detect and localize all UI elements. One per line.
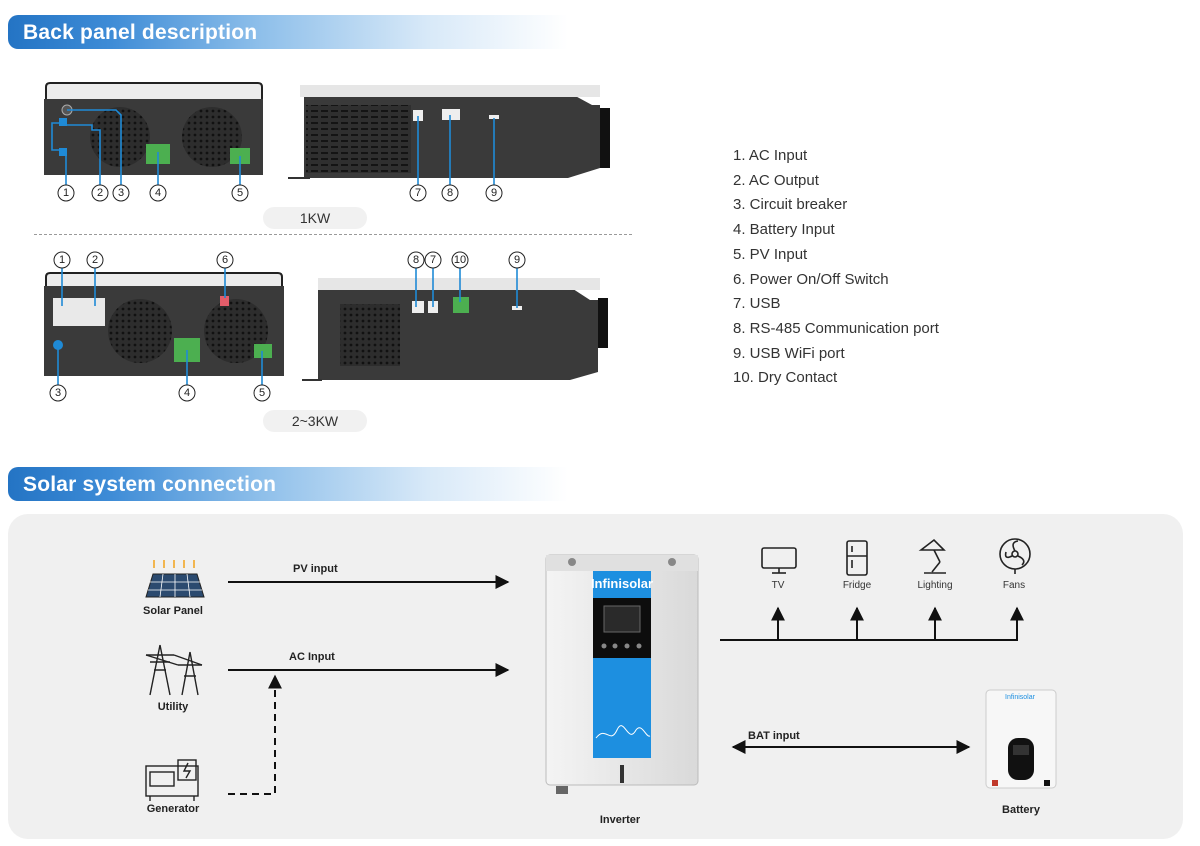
lighting-icon: [918, 538, 946, 574]
inverter-illustration: [545, 554, 699, 794]
utility-label: Utility: [157, 701, 189, 713]
back-panel-illustrations: 1 2 3 4 5 7 8 9 1 2 6 8 7 10 9 3 4 5: [44, 82, 610, 402]
fridge-icon: [846, 540, 868, 576]
bat-input-label: BAT input: [748, 730, 800, 742]
callout-4-3kw: 4: [184, 387, 190, 399]
ac-input-label: AC Input: [289, 651, 335, 663]
callout-6-3kw: 6: [222, 254, 228, 266]
callout-7-3kw: 7: [430, 254, 436, 266]
callout-lines-1kw: [51, 109, 241, 185]
utility-tower-icon: [145, 644, 203, 696]
fridge-label: Fridge: [842, 580, 872, 591]
callout-8-3kw: 8: [413, 254, 419, 266]
callout-2-3kw: 2: [92, 254, 98, 266]
tv-icon: [761, 547, 797, 574]
legend-item: 1. AC Input: [733, 147, 808, 164]
battery-label: Battery: [1002, 804, 1040, 816]
callout-10-3kw: 10: [454, 254, 466, 266]
callout-9-1kw: 9: [491, 187, 497, 199]
callout-2-1kw: 2: [97, 187, 103, 199]
battery-illustration: [985, 689, 1057, 789]
side-view-3kw: [302, 278, 608, 381]
solar-connection-banner: Solar system connection: [8, 467, 568, 501]
pv-input-label: PV input: [293, 563, 338, 575]
solar-panel-label: Solar Panel: [143, 605, 203, 617]
callout-5-1kw: 5: [237, 187, 243, 199]
legend-item: 2. AC Output: [733, 171, 819, 189]
callout-3-3kw: 3: [55, 387, 61, 399]
legend-item: 4. Battery Input: [733, 221, 835, 239]
side-view-1kw: [288, 85, 610, 179]
legend-item: 5. PV Input: [733, 245, 808, 263]
fans-label: Fans: [1002, 580, 1026, 591]
tv-label: TV: [771, 580, 785, 591]
callout-lines-1kw-side: [417, 115, 495, 185]
callout-3-1kw: 3: [118, 187, 124, 199]
callout-8-1kw: 8: [447, 187, 453, 199]
legend-item: 8. RS-485 Communication port: [733, 319, 939, 337]
inverter-brand: Infinisolar: [591, 576, 653, 591]
generator-icon: [145, 759, 199, 801]
callout-9-3kw: 9: [514, 254, 520, 266]
section-divider: [34, 234, 632, 235]
callout-4-1kw: 4: [155, 187, 161, 199]
callout-7-1kw: 7: [415, 187, 421, 199]
back-panel-title: Back panel description: [23, 21, 258, 44]
battery-brand: Infinisolar: [1005, 694, 1036, 701]
port-legend: 1. AC Input 2. AC Output 3. Circuit brea…: [733, 144, 939, 391]
legend-item: 10. Dry Contact: [733, 369, 838, 387]
back-panel-banner: Back panel description: [8, 15, 568, 49]
callout-5-3kw: 5: [259, 387, 265, 399]
solar-panel-icon: [145, 560, 205, 598]
fan-icon: [999, 538, 1031, 574]
callout-1-1kw: 1: [63, 187, 69, 199]
rear-view-3kw: [44, 272, 284, 376]
model-label-1kw: 1KW: [263, 207, 367, 229]
legend-item: 7. USB: [733, 295, 781, 313]
legend-item: 6. Power On/Off Switch: [733, 270, 889, 288]
rear-view-1kw: [44, 82, 263, 175]
legend-item: 3. Circuit breaker: [733, 196, 848, 214]
generator-label: Generator: [146, 803, 200, 815]
inverter-label: Inverter: [599, 814, 641, 826]
model-label-3kw: 2~3KW: [263, 410, 367, 432]
lighting-label: Lighting: [917, 580, 953, 591]
callout-lines-3kw-side: [415, 268, 518, 308]
callout-lines-3kw: [57, 268, 263, 385]
callout-1-3kw: 1: [59, 254, 65, 266]
legend-item: 9. USB WiFi port: [733, 344, 845, 362]
solar-connection-title: Solar system connection: [23, 473, 277, 496]
